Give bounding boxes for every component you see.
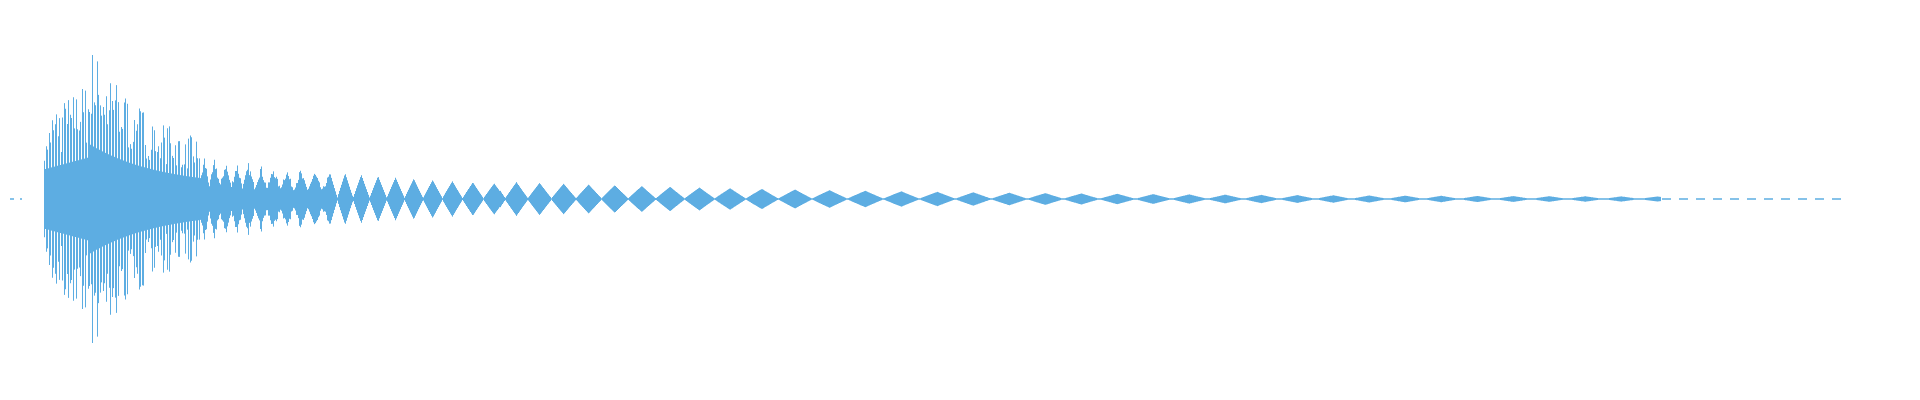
waveform-path (44, 55, 1661, 343)
